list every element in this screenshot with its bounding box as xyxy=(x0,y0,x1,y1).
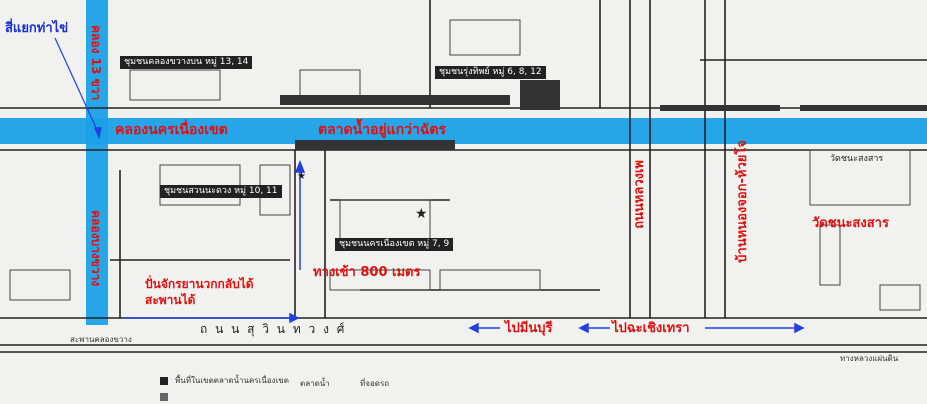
left-canal xyxy=(86,0,108,325)
market-star-icon: ★ xyxy=(415,206,428,222)
legend-text-2: ตลาดน้ำ xyxy=(300,379,330,388)
cycle-note-line1: ปั่นจักรยานวกกลับได้ xyxy=(145,277,254,291)
highway-label: ถ น น สุ วิ น ท ว ง ศ์ xyxy=(200,322,347,336)
market-name: ตลาดน้ำอยู่แกว่าฉัตร xyxy=(318,122,447,138)
legend-text-1: พื้นที่ในเขตตลาดน้ำนครเนื่องเขต xyxy=(175,376,289,385)
bridge-label: สะพานคลองขวาง xyxy=(70,335,132,344)
road-label-2: บ้านหนองจอก-ห้วยโจ xyxy=(735,140,750,263)
canal-vertical-bottom: คลองบางขวาง xyxy=(89,210,103,287)
to-minburi-label: ไปมีนบุรี xyxy=(505,321,553,336)
cycle-note-line2: สะพานได้ xyxy=(145,293,196,307)
entrance-label: ทางเข้า 800 เมตร xyxy=(313,265,421,280)
legend-text-3: ที่จอดรถ xyxy=(360,379,390,388)
community-box-2: ชุมชนรุ่งทิพย์ หมู่ 6, 8, 12 xyxy=(435,66,546,79)
canal-name-left: คลองนครเนื่องเขต xyxy=(115,122,228,138)
bottom-right-text: ทางหลวงแผ่นดิน xyxy=(840,354,899,363)
main-canal xyxy=(0,118,927,144)
community-box-1: ชุมชนคลองขวางบน หมู่ 13, 14 xyxy=(120,56,253,69)
temple-label: วัดชนะสงสาร xyxy=(812,216,889,231)
community-box-3: ชุมชนสวนนะดวง หมู่ 10, 11 xyxy=(160,185,282,198)
canal-vertical-top: คลอง 13 ขวา xyxy=(89,25,103,101)
intersection-label: สี่แยกท่าไข่ xyxy=(5,21,69,36)
community-box-4: ชุมชนนครเนื่องเขต หมู่ 7, 9 xyxy=(335,238,454,251)
temple-box: วัดชนะสงสาร xyxy=(830,154,884,164)
road-label-1: ถนนหลวงเพ xyxy=(632,160,647,229)
to-chachoengsao-label: ไปฉะเชิงเทรา xyxy=(612,321,690,336)
parking-star-icon: ★ xyxy=(297,171,306,182)
